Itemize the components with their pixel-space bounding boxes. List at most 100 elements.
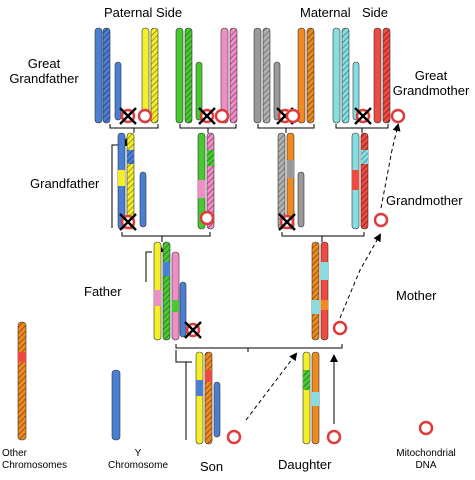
y-chromosome [213,381,221,438]
chromosome [360,132,369,230]
mito-dna-ring [390,108,406,124]
chromosome [297,27,306,124]
connector-line [145,251,152,282]
cross-icon [119,107,137,125]
chromosome-band [352,170,359,190]
connector-line [175,350,186,363]
chromosome [297,171,305,228]
chromosome-band [205,370,212,382]
heading-side: Side [362,5,389,20]
chromosome [253,27,262,124]
connector-line [121,232,211,237]
chromosome-band [207,150,214,166]
mito-dna-ring [137,108,153,124]
chromosome [126,132,135,230]
chromosome [175,27,184,124]
chromosome [141,27,150,124]
cross-icon [184,321,202,339]
chromosome [184,27,193,124]
chromosome-band [18,352,26,362]
y-chromosome [273,61,281,121]
connector-line [109,124,159,129]
chromosome [220,27,229,124]
mito-dna-ring [214,108,230,124]
legend-y-chromosome: Y Chromosome [107,448,169,471]
chromosome [332,27,341,124]
label-great-grandfather: Great Grandfather [9,56,79,86]
mito-dna-ring [285,108,301,124]
chromosomes [17,27,391,445]
y-chromosome [195,61,203,121]
chromosome-band [163,262,170,276]
chromosome-band [361,150,368,164]
chromosome [306,27,315,124]
label-father: Father [84,284,122,299]
label-grandmother: Grandmother [386,193,463,208]
chromosome [302,351,311,445]
mito-dna-ring [373,212,389,228]
chromosome [262,27,271,124]
y-chromosome [179,281,187,338]
chromosome [195,351,204,445]
heading-maternal: Maternal [300,5,351,20]
mito-dna-ring [226,429,242,445]
connector-lines [109,123,401,440]
chromosome-band [127,150,134,164]
chromosome-band [196,380,203,396]
y-chromosome [352,61,360,121]
chromosome-band [198,180,205,198]
chromosome [373,27,382,124]
legend-other-chromosomes: Other Chromosomes [2,448,68,471]
chromosome-band [321,262,328,280]
cross-icon [198,107,216,125]
cross-icon [119,213,137,231]
chromosome [162,241,171,341]
chromosome [229,27,238,124]
chromosome [311,241,320,341]
cross-icon [354,107,372,125]
connector-line [175,344,343,349]
mito-dna-ring [199,210,215,226]
chromosome-band [312,300,319,314]
chromosome [382,27,391,124]
heading-paternal-side: Paternal Side [104,5,183,20]
chromosome [171,251,180,341]
connector-line [245,352,298,421]
mito-and-crosses [119,107,434,445]
connector-line [281,232,365,237]
label-daughter: Daughter [278,457,332,472]
chromosome [150,27,159,124]
chromosome-band [118,170,125,186]
mito-dna-ring [326,429,342,445]
chromosome [341,27,350,124]
y-chromosome [114,61,122,121]
chromosome-band [287,160,294,178]
connector-line [185,361,192,440]
label-son: Son [200,459,224,474]
label-mother: Mother [396,288,437,303]
chromosome [94,27,103,124]
connector-line [380,123,401,209]
connector-line [339,233,381,319]
y-chromosome [111,369,121,441]
chromosome [204,351,213,445]
chromosome [17,321,27,441]
chromosome-band [172,300,179,312]
chromosome-band [154,290,161,306]
mito-dna-ring-legend [418,420,434,436]
cross-icon [278,213,296,231]
label-grandfather: Grandfather [30,176,100,191]
chromosome-band [321,300,328,310]
connector-line [111,144,118,228]
chromosome [286,132,295,230]
chromosome [320,241,329,341]
y-chromosome [139,171,147,228]
legend-mitochondrial-dna: Mitochondrial DNA [396,448,456,471]
connector-line [179,124,237,129]
chromosome [102,27,111,124]
label-great-grandmother: Great Grandmother [392,68,470,98]
connector-line [335,124,389,129]
chromosome-band [312,392,319,406]
mito-dna-ring [332,320,348,336]
